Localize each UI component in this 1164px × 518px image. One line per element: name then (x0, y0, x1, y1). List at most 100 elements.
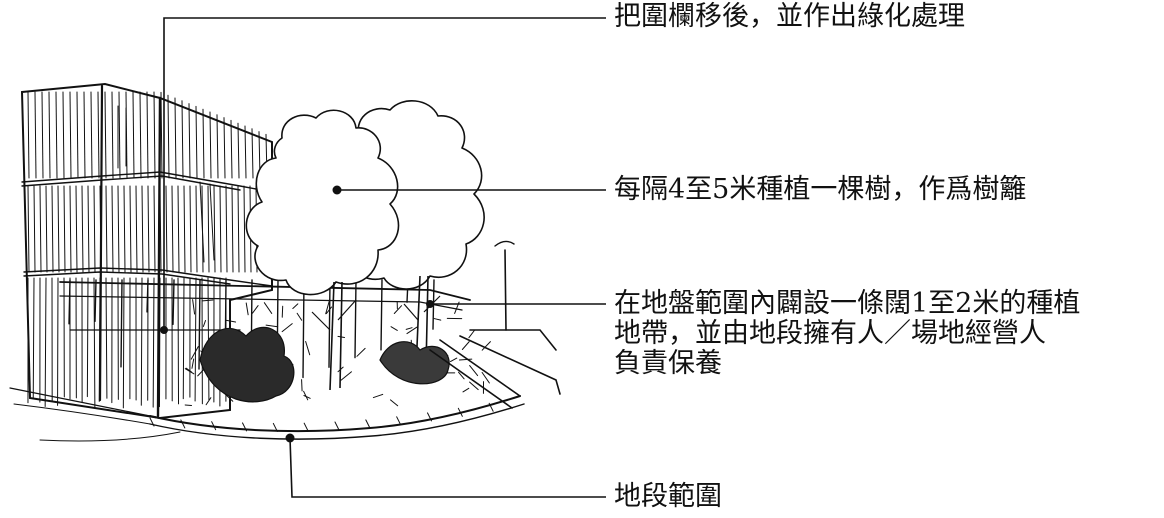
planting-strip (184, 298, 491, 407)
shrub-stroke (245, 302, 249, 316)
callout-site-boundary-text: 地段範圍 (614, 481, 722, 512)
paving-stroke (272, 422, 278, 432)
leader-dots (160, 185, 434, 443)
leader-fence (163, 17, 606, 330)
corrugation-stroke (118, 91, 121, 179)
corrugation-stroke (32, 277, 35, 400)
corrugation-stroke (153, 91, 156, 179)
fence-post (172, 279, 175, 326)
paving-stroke (211, 421, 217, 431)
shrub-stroke (305, 340, 311, 356)
corrugation-stroke (153, 185, 156, 273)
corrugation-stroke (189, 185, 192, 273)
corrugation-stroke (41, 91, 44, 179)
shrub-stroke (202, 319, 207, 327)
shrub-stroke (281, 323, 293, 333)
shrub-stroke (449, 357, 458, 363)
corrugation-stroke (83, 91, 86, 179)
paving-hatch (149, 402, 494, 432)
corrugation-stroke (195, 185, 198, 273)
shrub-stroke (405, 327, 413, 330)
corrugation-stroke (111, 185, 114, 273)
corrugation-stroke (152, 277, 155, 408)
corrugation-stroke (63, 185, 66, 273)
corrugation-stroke (55, 91, 58, 179)
corrugation-stroke (27, 185, 30, 273)
fence-post (68, 279, 71, 325)
corrugation-stroke (48, 91, 51, 179)
shrub-stroke (393, 305, 403, 315)
shrub-stroke (389, 399, 399, 407)
shrub-stroke (201, 299, 214, 302)
tree-hedge (245, 100, 485, 391)
corrugation-stroke (207, 185, 210, 273)
shrub-stroke (461, 341, 470, 350)
corrugation-stroke (177, 277, 180, 405)
shrub-stroke (458, 358, 473, 361)
corrugation-stroke (160, 91, 163, 179)
corrugation-stroke (225, 185, 228, 273)
callout-planting-strip-line-1: 在地盤範圍內闢設一條闊1至2米的種植 (614, 288, 1081, 319)
corrugation-stroke (231, 185, 234, 273)
corrugation-stroke (141, 185, 144, 273)
callout-site-boundary: 地段範圍 (614, 482, 722, 512)
corrugation-stroke (93, 185, 96, 273)
corrugation-stroke (62, 91, 65, 179)
corrugation-stroke (183, 185, 186, 273)
shrub-stroke (197, 368, 205, 377)
shrub-stroke (458, 371, 465, 380)
callout-relocate-fence: 把圍欄移後，並作出綠化處理 (614, 2, 965, 32)
paving-stroke (427, 412, 432, 422)
corrugation-stroke (209, 111, 212, 179)
shrub-stroke (296, 312, 303, 321)
shrub-stroke (303, 394, 311, 399)
corrugation-stroke (122, 277, 125, 409)
corrugation-stroke (177, 185, 180, 273)
corrugation-stroke (146, 91, 149, 179)
paving-stroke (488, 402, 494, 412)
corrugation-stroke (237, 185, 240, 273)
paving-stroke (149, 417, 155, 427)
corrugation-stroke (165, 185, 168, 273)
corrugation-stroke (33, 185, 36, 273)
shrub-stroke (190, 345, 199, 360)
paving-stroke (365, 419, 371, 429)
shrub-stroke (356, 347, 366, 357)
paving-stroke (334, 421, 340, 431)
tree-canopy-front (245, 109, 400, 296)
callout-tree-hedge-text: 每隔4至5米種植一棵樹，作爲樹籬 (614, 174, 1027, 205)
shrub-stroke (406, 326, 418, 335)
callout-relocate-fence-text: 把圍欄移後，並作出綠化處理 (614, 1, 965, 32)
corrugation-stroke (34, 91, 37, 179)
shrub-stroke (469, 381, 479, 391)
leader-boundary (289, 437, 606, 498)
fence-post (302, 279, 305, 379)
corrugation-stroke (93, 277, 96, 409)
corrugation-stroke (132, 91, 135, 179)
corrugation-stroke (194, 277, 197, 402)
shrub-stroke (226, 319, 237, 323)
container-corrugation-middle (27, 185, 264, 273)
shrub-stroke (325, 306, 332, 315)
fence-post (146, 279, 149, 313)
corrugation-stroke (69, 91, 72, 179)
corrugation-stroke (244, 125, 247, 179)
shrub-stroke (433, 318, 442, 321)
paving-stroke (457, 407, 463, 417)
corrugation-stroke (135, 185, 138, 273)
fence-post (94, 279, 97, 323)
corrugation-stroke (213, 185, 216, 273)
corrugation-stroke (216, 114, 219, 179)
corrugation-stroke (237, 122, 240, 179)
corrugation-stroke (243, 185, 246, 273)
corrugation-stroke (182, 277, 185, 400)
shrub-stroke (390, 326, 398, 331)
callout-tree-hedge: 每隔4至5米種植一棵樹，作爲樹籬 (614, 175, 1026, 205)
corrugation-stroke (181, 100, 184, 179)
shrub-stroke (462, 387, 470, 393)
shrub-stroke (337, 335, 345, 339)
corrugation-stroke (117, 185, 120, 273)
shrub-stroke (185, 367, 193, 373)
